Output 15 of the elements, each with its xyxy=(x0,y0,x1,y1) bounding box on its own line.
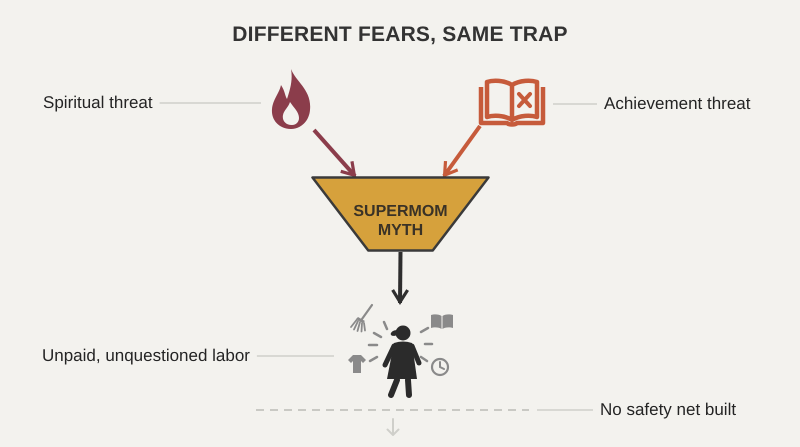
arrow xyxy=(442,124,482,178)
leader-line xyxy=(160,102,261,104)
annotation-text: Unpaid, unquestioned labor xyxy=(42,346,250,366)
leader-line xyxy=(256,355,334,357)
arrow xyxy=(391,252,410,304)
crossed-book-icon xyxy=(478,76,546,126)
funnel-shape xyxy=(311,176,490,252)
leader-line xyxy=(537,409,593,411)
annotation-text: Achievement threat xyxy=(604,94,750,114)
title: DIFFERENT FEARS, SAME TRAP xyxy=(232,23,568,47)
annotation-text: No safety net built xyxy=(600,400,736,420)
node-label: SUPERMOM MYTH xyxy=(353,202,448,240)
leader-line xyxy=(553,103,597,105)
annotation-text: Spiritual threat xyxy=(43,93,153,113)
arrow xyxy=(312,128,356,178)
